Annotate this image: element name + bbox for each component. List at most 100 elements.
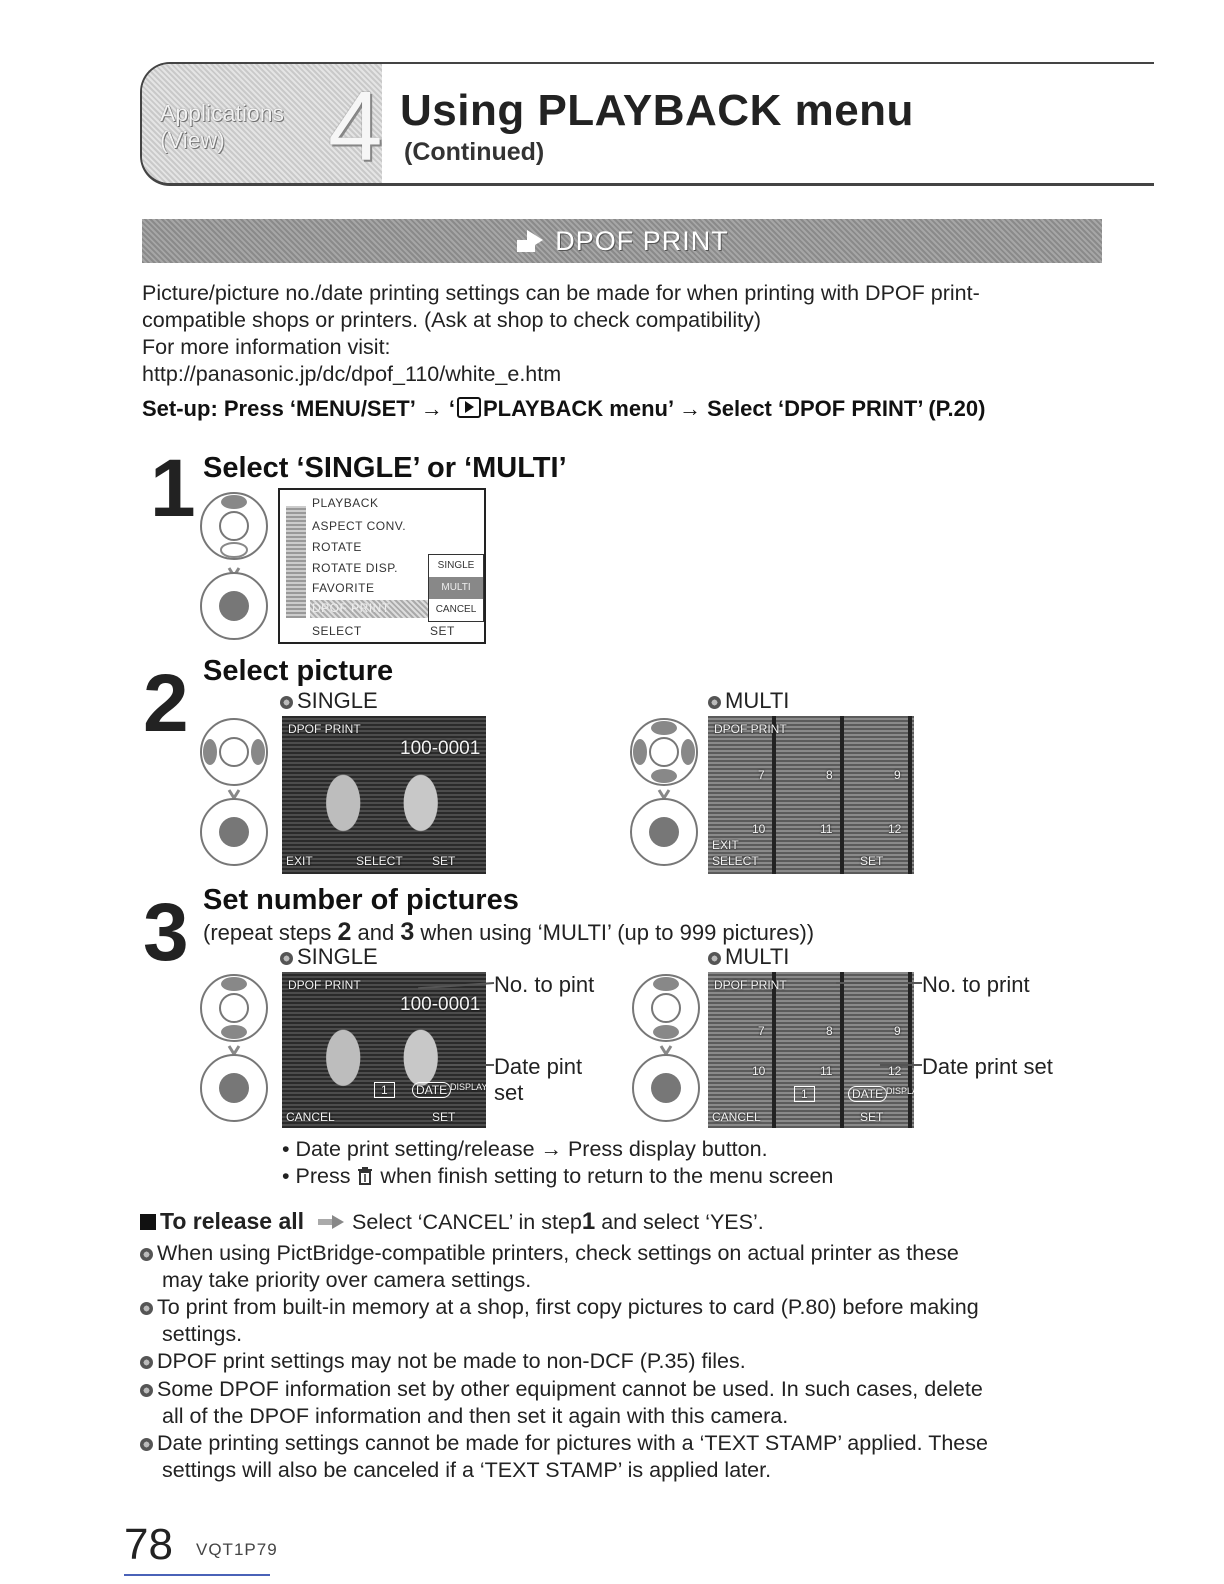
section-label: Applications (View): [160, 100, 284, 154]
release-all-label: To release all: [160, 1208, 305, 1234]
callout-text: set: [494, 1080, 524, 1105]
bullet-icon: [708, 952, 721, 965]
thumb-number: 8: [826, 768, 833, 782]
note-text: all of the DPOF information and then set…: [162, 1404, 789, 1428]
setup-text-part1: Set-up: Press ‘MENU/SET’ → ‘: [142, 396, 455, 421]
thumb-number: 12: [888, 1064, 902, 1078]
step3-bullets: • Date print setting/release → Press dis…: [282, 1136, 1082, 1190]
thumb-number: 8: [826, 1024, 833, 1038]
callout-no-to-print: No. to print: [922, 972, 1030, 997]
thumb-number: 10: [752, 1064, 766, 1078]
screen-set-label: SET: [860, 1110, 884, 1124]
step1-title: Select ‘SINGLE’ or ‘MULTI’: [203, 452, 567, 484]
callout-line: [880, 1064, 922, 1066]
playback-menu-screen: PLAYBACK ASPECT CONV. ROTATE ROTATE DISP…: [278, 488, 486, 644]
menu-item-aspect-conv[interactable]: ASPECT CONV.: [312, 519, 407, 533]
popup-option-single[interactable]: SINGLE: [437, 560, 475, 571]
bullet-icon: [140, 1438, 153, 1451]
screen-mode-label: DPOF PRINT: [714, 978, 787, 992]
menu-set-button-icon: [200, 798, 268, 866]
thumb-number: 7: [758, 1024, 765, 1038]
dpof-info-link[interactable]: http://panasonic.jp/dc/dpof_110/white_e.…: [142, 362, 562, 386]
thumb-number: 11: [820, 822, 833, 836]
thumb-number: 9: [894, 1024, 901, 1038]
screen-cancel-label: CANCEL: [712, 1110, 761, 1124]
picture-number: 100-0001: [400, 738, 481, 759]
screen-cancel-label: CANCEL: [286, 1110, 335, 1124]
note-text: DPOF print settings may not be made to n…: [157, 1349, 746, 1373]
note-text: To print from built-in memory at a shop,…: [157, 1295, 979, 1319]
screen-exit-label: EXIT: [286, 854, 313, 868]
thumb-number: 10: [752, 822, 766, 836]
print-count-field[interactable]: 1: [374, 1082, 395, 1098]
step3-single-text: SINGLE: [297, 944, 378, 969]
bullet-text: when finish setting to return to the men…: [374, 1164, 834, 1188]
menu-item-rotate-disp[interactable]: ROTATE DISP.: [312, 561, 399, 575]
note-text: may take priority over camera settings.: [162, 1268, 532, 1292]
bullet-icon: [140, 1248, 153, 1261]
bullet-icon: [140, 1384, 153, 1397]
note-item: When using PictBridge-compatible printer…: [140, 1240, 1100, 1294]
print-count-field[interactable]: 1: [794, 1086, 815, 1102]
note-text: Some DPOF information set by other equip…: [157, 1377, 983, 1401]
callout-date-print-set: Date pint set: [494, 1054, 582, 1106]
intro-text: Picture/picture no./date printing settin…: [142, 280, 1112, 388]
step2-multi-text: MULTI: [725, 688, 790, 713]
cursor-button-leftright-icon: [200, 718, 268, 786]
note-item: To print from built-in memory at a shop,…: [140, 1294, 1100, 1348]
intro-line: Picture/picture no./date printing settin…: [142, 281, 980, 305]
note-item: Some DPOF information set by other equip…: [140, 1376, 1100, 1430]
note-item: DPOF print settings may not be made to n…: [140, 1348, 1100, 1375]
release-text: Select ‘CANCEL’ in step: [352, 1210, 582, 1234]
menu-item-dpof-print[interactable]: DPOF PRINT: [312, 601, 390, 615]
screen-mode-label: DPOF PRINT: [288, 722, 361, 736]
display-button-label: DISPLAY: [886, 1086, 914, 1096]
step-ref-3: 3: [400, 918, 415, 946]
menu-footer-select: SELECT: [312, 624, 362, 638]
cursor-button-up-icon: [200, 492, 268, 560]
date-print-indicator: DATE: [848, 1086, 888, 1102]
step3-title: Set number of pictures: [203, 884, 519, 916]
callout-date-print-set: Date print set: [922, 1054, 1053, 1079]
section-label-line1: Applications: [160, 100, 285, 126]
step3-subtitle: (repeat steps 2 and 3 when using ‘MULTI’…: [203, 918, 814, 947]
callout-no-to-print: No. to pint: [494, 972, 595, 997]
section-label-line2: (View): [160, 127, 225, 153]
intro-line: compatible shops or printers. (Ask at sh…: [142, 308, 761, 332]
bullet-icon: [280, 952, 293, 965]
step-ref-2: 2: [337, 918, 352, 946]
note-text: When using PictBridge-compatible printer…: [157, 1241, 959, 1265]
dpof-print-band: DPOF PRINT: [142, 219, 1102, 263]
cursor-button-updown-icon: [200, 974, 268, 1042]
step2-single-label: SINGLE: [280, 688, 378, 714]
thumb-number: 9: [894, 768, 901, 782]
bullet-text: • Press: [282, 1164, 357, 1188]
menu-tab-strip: [286, 506, 306, 618]
callout-text: Date pint: [494, 1054, 583, 1079]
popup-option-multi[interactable]: MULTI: [429, 577, 483, 599]
thumb-number: 12: [888, 822, 902, 836]
picture-number: 100-0001: [400, 994, 481, 1015]
step-ref-1: 1: [581, 1208, 596, 1235]
intro-line: For more information visit:: [142, 335, 391, 359]
note-item: Date printing settings cannot be made fo…: [140, 1430, 1100, 1484]
popup-option-cancel[interactable]: CANCEL: [435, 604, 477, 615]
bullet-icon: [280, 696, 293, 709]
note-text: settings.: [162, 1322, 243, 1346]
thumb-number: 7: [758, 768, 765, 782]
chapter-number: 4: [328, 71, 383, 181]
menu-set-button-icon: [200, 572, 268, 640]
step2-number: 2: [143, 658, 189, 749]
footer-rule: [124, 1574, 270, 1576]
menu-header: PLAYBACK: [312, 496, 379, 510]
step3-sub-text: when using ‘MULTI’ (up to 999 pictures)): [414, 920, 815, 945]
bullet-icon: [140, 1302, 153, 1315]
menu-item-rotate[interactable]: ROTATE: [312, 540, 362, 554]
step3-number: 3: [143, 887, 189, 978]
release-text: and select ‘YES’.: [595, 1210, 764, 1234]
bullet-icon: [708, 696, 721, 709]
callout-line: [440, 1064, 494, 1066]
step3-sub-text: and: [351, 920, 401, 945]
menu-item-favorite[interactable]: FAVORITE: [312, 581, 375, 595]
cursor-button-updown-icon: [632, 974, 700, 1042]
